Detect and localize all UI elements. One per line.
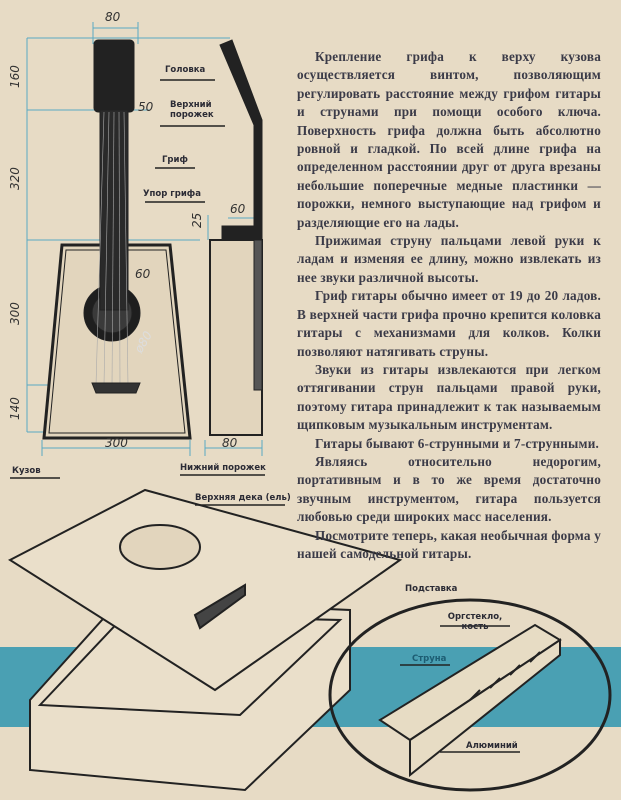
paragraph: Гриф гитары обычно имеет от 19 до 20 лад… <box>297 288 601 359</box>
dim-body-length: 300 <box>8 302 22 325</box>
guitar-front <box>42 39 192 440</box>
article-text: Крепление грифа к верху кузова осуществл… <box>297 48 601 563</box>
dim-head-width: 80 <box>105 10 121 24</box>
dim-stop-width: 60 <box>230 202 246 216</box>
guitar-side <box>209 39 263 436</box>
label-neck-stop: Упор грифа <box>143 189 201 199</box>
dim-neck-length: 320 <box>8 167 22 190</box>
label-bottom-nut: Нижний порожек <box>180 463 266 473</box>
paragraph: Звуки из гитары извлекаются при легком о… <box>297 361 601 433</box>
label-neck: Гриф <box>162 155 188 165</box>
paragraph: Являясь относительно недорогим, портатив… <box>297 453 601 525</box>
label-top-nut: Верхний порожек <box>170 100 214 120</box>
label-body: Кузов <box>12 466 41 476</box>
paragraph: Посмотрите теперь, какая необычная форма… <box>297 527 601 561</box>
label-stand: Подставка <box>405 584 458 594</box>
label-plexi: Оргстекло, кость <box>447 612 503 632</box>
label-head: Головка <box>165 65 206 75</box>
dim-stop-height: 25 <box>190 212 204 228</box>
dim-nut-width: 50 <box>138 100 154 114</box>
dim-body-depth: 80 <box>222 436 238 450</box>
paragraph: Прижимая струну пальцами левой руки к ла… <box>297 233 601 285</box>
paragraph: Гитары бывают 6-струнными и 7-струнными. <box>315 435 600 451</box>
detail-circle <box>328 598 612 792</box>
box-drawing <box>7 488 403 792</box>
dim-head-length: 160 <box>8 65 22 88</box>
label-aluminum: Алюминий <box>466 741 518 751</box>
dim-hole-offset: 60 <box>135 267 151 281</box>
paragraph: Крепление грифа к верху кузова осуществл… <box>297 49 601 230</box>
label-top-deck: Верхняя дека (ель) <box>195 493 291 503</box>
dim-body-width: 300 <box>105 436 128 450</box>
bridge-detail <box>378 623 562 778</box>
label-string: Струна <box>412 654 447 664</box>
leader-lines <box>10 79 520 753</box>
dim-bottom-length: 140 <box>8 397 22 420</box>
